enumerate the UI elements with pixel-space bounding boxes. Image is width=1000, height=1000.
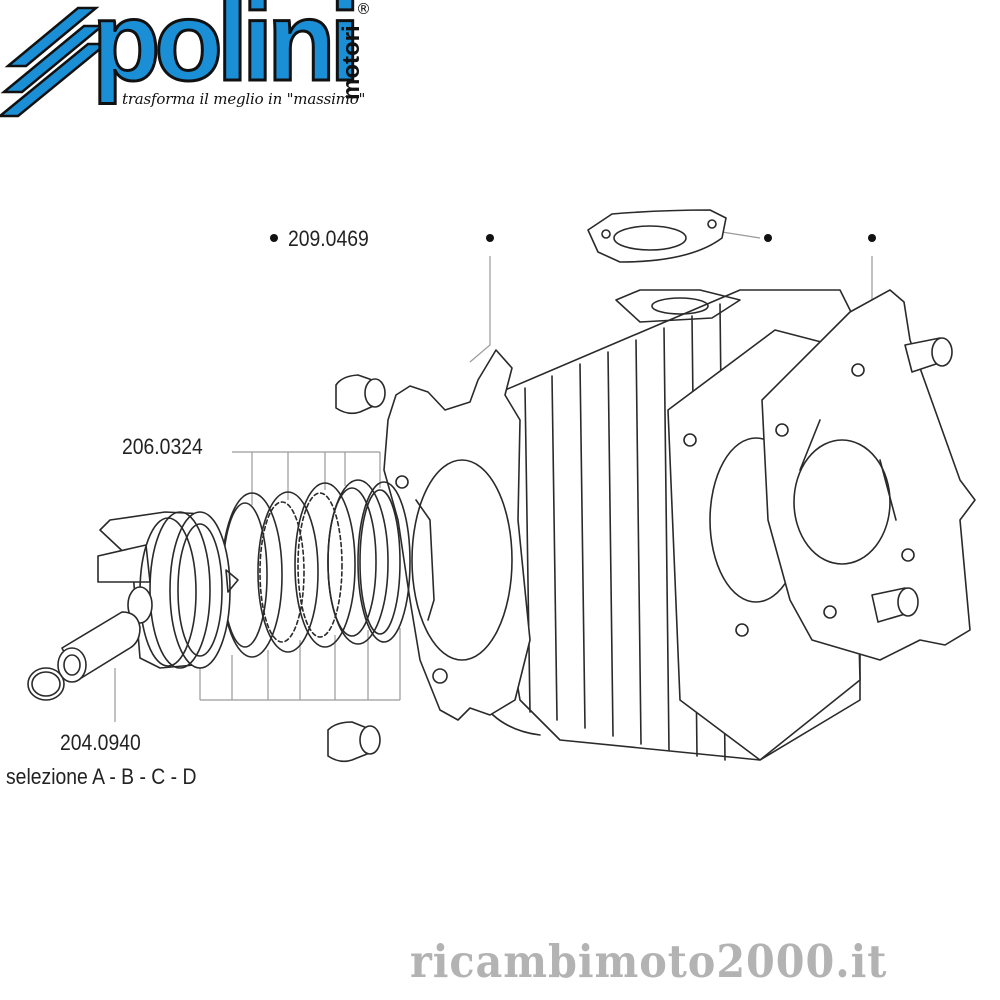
polini-stripes-icon <box>0 6 110 118</box>
cylinder-studs <box>871 337 953 623</box>
gasket-set-code-label: 209.0469 <box>288 226 369 251</box>
piston <box>97 511 239 669</box>
piston-rings <box>221 479 411 658</box>
dowel-pins <box>327 374 386 763</box>
piston-pin <box>27 611 141 701</box>
leader-lines <box>114 231 873 722</box>
head-gasket <box>761 289 976 661</box>
logo-tagline: trasforma il meglio in "massimo" <box>122 90 366 108</box>
logo-brand-text: polini <box>91 0 363 104</box>
piston-selection-label: selezione A - B - C - D <box>6 764 197 789</box>
exhaust-gasket <box>587 209 727 263</box>
logo-registered-mark: ® <box>356 0 371 18</box>
site-watermark: ricambimoto2000.it <box>410 935 888 988</box>
base-gasket <box>383 349 531 721</box>
polini-logo: polini motori ® trasforma il meglio in "… <box>0 0 400 125</box>
piston-code-label: 204.0940 <box>60 730 141 755</box>
bullet-dots <box>270 234 876 242</box>
piston-ring-code-label: 206.0324 <box>122 434 203 459</box>
